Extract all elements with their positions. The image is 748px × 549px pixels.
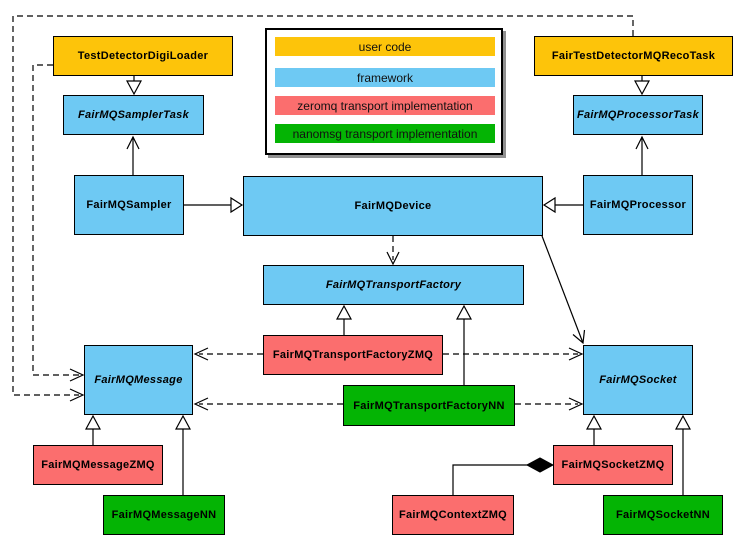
edge-recotask-uses-message	[12, 15, 634, 402]
class-box-fairmq-context-zmq: FairMQContextZMQ	[392, 495, 514, 535]
edge-factorynn-creates-socket	[515, 397, 584, 411]
edge-messagenn-extends-message	[174, 414, 192, 495]
edge-socketzmq-owns-contextzmq	[452, 457, 555, 495]
edge-factoryzmq-creates-socket	[443, 347, 584, 361]
legend-item-nanomsg: nanomsg transport implementation	[275, 124, 495, 143]
class-box-fairmq-socket-zmq: FairMQSocketZMQ	[553, 445, 673, 485]
edge-factorynn-extends-factory	[455, 304, 473, 385]
edge-sampler-uses-samplertask	[126, 135, 140, 175]
edge-digiloader-extends-samplertask	[125, 76, 143, 96]
class-box-fairmq-sampler-task: FairMQSamplerTask	[63, 95, 204, 135]
legend-label-zeromq: zeromq transport implementation	[297, 98, 473, 113]
edge-device-creates-factory	[386, 236, 400, 266]
edge-factoryzmq-extends-factory	[335, 304, 353, 335]
edge-device-uses-socket	[541, 235, 586, 345]
class-box-fairmq-message-nn: FairMQMessageNN	[103, 495, 225, 535]
class-box-fairmq-socket: FairMQSocket	[583, 345, 693, 415]
legend-item-zeromq: zeromq transport implementation	[275, 96, 495, 115]
class-box-fair-test-detector-mq-reco-task: FairTestDetectorMQRecoTask	[534, 36, 733, 76]
legend-label-framework: framework	[356, 70, 413, 85]
class-box-fairmq-transport-factory-nn: FairMQTransportFactoryNN	[343, 385, 515, 426]
class-box-fairmq-sampler: FairMQSampler	[74, 175, 184, 235]
edge-processor-extends-device	[542, 196, 583, 214]
edge-sampler-extends-device	[184, 196, 244, 214]
legend-label-user-code: user code	[358, 39, 412, 54]
legend-item-framework: framework	[275, 68, 495, 87]
class-box-fairmq-message-zmq: FairMQMessageZMQ	[33, 445, 163, 485]
edge-processor-uses-processortask	[635, 135, 649, 175]
class-box-fairmq-device: FairMQDevice	[243, 176, 543, 236]
class-box-fairmq-socket-nn: FairMQSocketNN	[603, 495, 723, 535]
edge-messagezmq-extends-message	[84, 414, 102, 445]
edge-socketzmq-extends-socket	[585, 414, 603, 445]
class-box-test-detector-digi-loader: TestDetectorDigiLoader	[53, 36, 233, 76]
edge-socketnn-extends-socket	[674, 414, 692, 495]
edge-factorynn-creates-message	[193, 397, 343, 411]
edge-factoryzmq-creates-message	[193, 347, 263, 361]
class-box-fairmq-message: FairMQMessage	[84, 345, 193, 415]
legend-label-nanomsg: nanomsg transport implementation	[292, 126, 478, 141]
legend-item-user-code: user code	[275, 37, 495, 56]
edge-recotask-extends-processortask	[633, 76, 651, 96]
edge-digiloader-uses-message	[32, 64, 85, 382]
class-box-fairmq-processor-task: FairMQProcessorTask	[573, 95, 703, 135]
class-box-fairmq-transport-factory-zmq: FairMQTransportFactoryZMQ	[263, 335, 443, 375]
class-box-fairmq-transport-factory: FairMQTransportFactory	[263, 265, 524, 305]
legend: user code framework zeromq transport imp…	[265, 28, 503, 155]
class-box-fairmq-processor: FairMQProcessor	[583, 175, 693, 235]
